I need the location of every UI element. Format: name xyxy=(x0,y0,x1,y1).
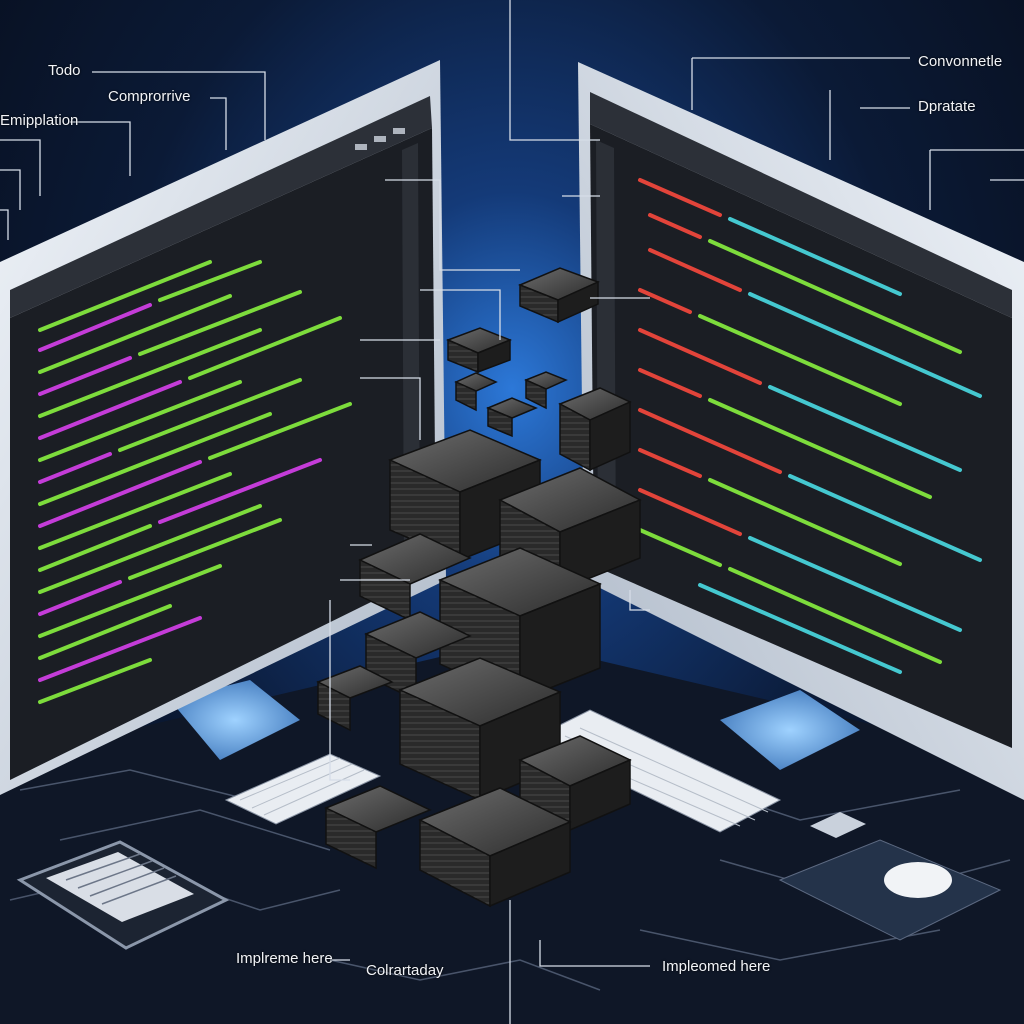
keyboard-icon-right xyxy=(528,709,782,833)
right-monitor-screen xyxy=(590,124,1012,748)
label-update: Dpratate xyxy=(918,98,976,115)
keyboard-icon xyxy=(224,753,382,825)
right-monitor xyxy=(578,62,1024,800)
label-convenience: Convonnetle xyxy=(918,53,1003,70)
left-monitor-stand xyxy=(170,680,300,760)
left-code-lines xyxy=(38,260,352,704)
block-tower-icon xyxy=(316,267,642,908)
label-implement-here-left: Implreme here xyxy=(236,950,333,967)
right-monitor-stand xyxy=(720,690,860,770)
right-code-lines xyxy=(638,178,982,674)
small-card xyxy=(810,812,866,838)
label-implementation: Emipplation xyxy=(0,112,79,129)
label-implemented-here-right: Impleomed here xyxy=(662,958,771,975)
label-collaboration: Colrartaday xyxy=(366,962,444,979)
label-compromive: Comprorrive xyxy=(108,88,191,105)
label-todo: Todo xyxy=(48,62,81,79)
mouse-icon xyxy=(884,862,952,898)
